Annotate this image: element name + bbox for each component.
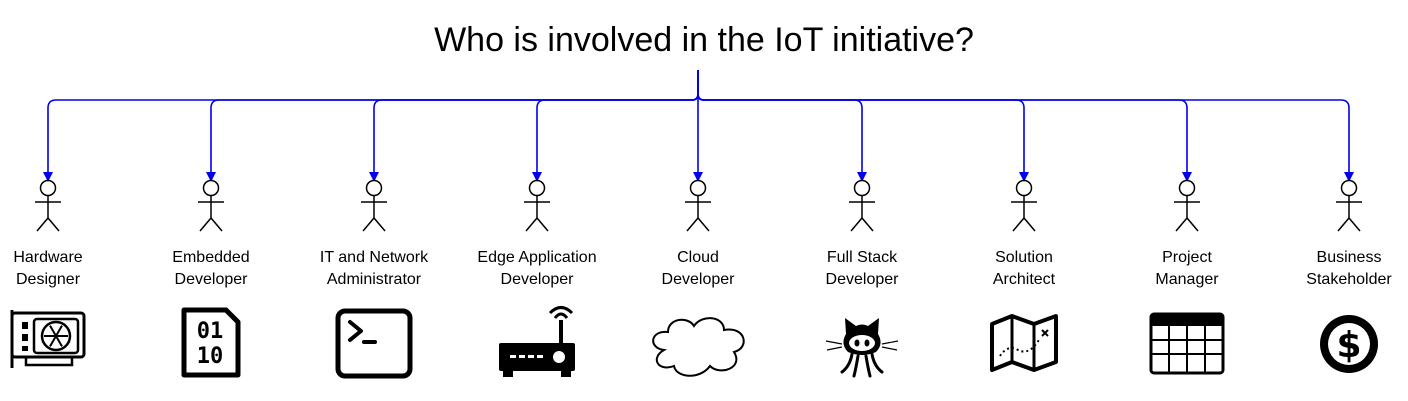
cloud-icon [652,317,745,377]
role-label-line-2: Developer [661,271,735,288]
svg-text:$: $ [1336,325,1361,366]
octocat-icon [825,318,899,378]
role-label-line-1: Solution [995,249,1053,266]
actor-figure-icon [1336,179,1362,232]
role-label-line-1: Embedded [172,249,250,266]
connector-arrow [532,70,699,182]
actor-figure-icon [1011,179,1037,232]
router-icon [499,306,575,377]
actor-figure-icon [1174,179,1200,232]
svg-text:10: 10 [197,344,224,369]
dollar-coin-icon: $ [1320,315,1378,373]
role-label-line-1: Full Stack [826,249,898,266]
actor-figure-icon [524,179,550,232]
role-label-line-1: Project [1162,249,1212,266]
connector-arrow [369,70,699,182]
table-icon [1149,312,1225,375]
connector-arrow [697,70,1029,182]
role-label-line-1: Cloud [677,249,719,266]
connector-arrow [206,70,699,182]
actor-figure-icon [198,179,224,232]
role-label-line-2: Architect [992,271,1056,288]
graphics-card-icon [10,310,86,368]
actor-figure-icon [35,179,61,232]
role-label-line-2: Designer [15,271,81,288]
role-label-line-1: IT and Network [319,249,429,266]
svg-text:01: 01 [197,319,224,344]
role-label-line-2: Developer [500,271,574,288]
connector-arrow [697,70,1354,182]
role-label-line-2: Developer [825,271,899,288]
role-label-line-2: Administrator [326,271,422,288]
diagram-title: Who is involved in the IoT initiative? [434,21,974,59]
connector-arrow [43,70,699,182]
actor-figure-icon [361,179,387,232]
map-icon [990,314,1058,372]
role-label-line-2: Manager [1155,271,1219,288]
actor-figure-icon [849,179,875,232]
connector-arrow [697,70,867,182]
role-label-line-2: Stakeholder [1306,271,1392,288]
actor-figure-icon [685,179,711,232]
role-label-line-1: Business [1316,249,1382,266]
connector-arrow [697,70,1192,182]
role-label-line-1: Edge Application [477,249,597,266]
role-label-line-1: Hardware [13,249,83,266]
terminal-icon [335,308,413,379]
role-label-line-2: Developer [174,271,248,288]
